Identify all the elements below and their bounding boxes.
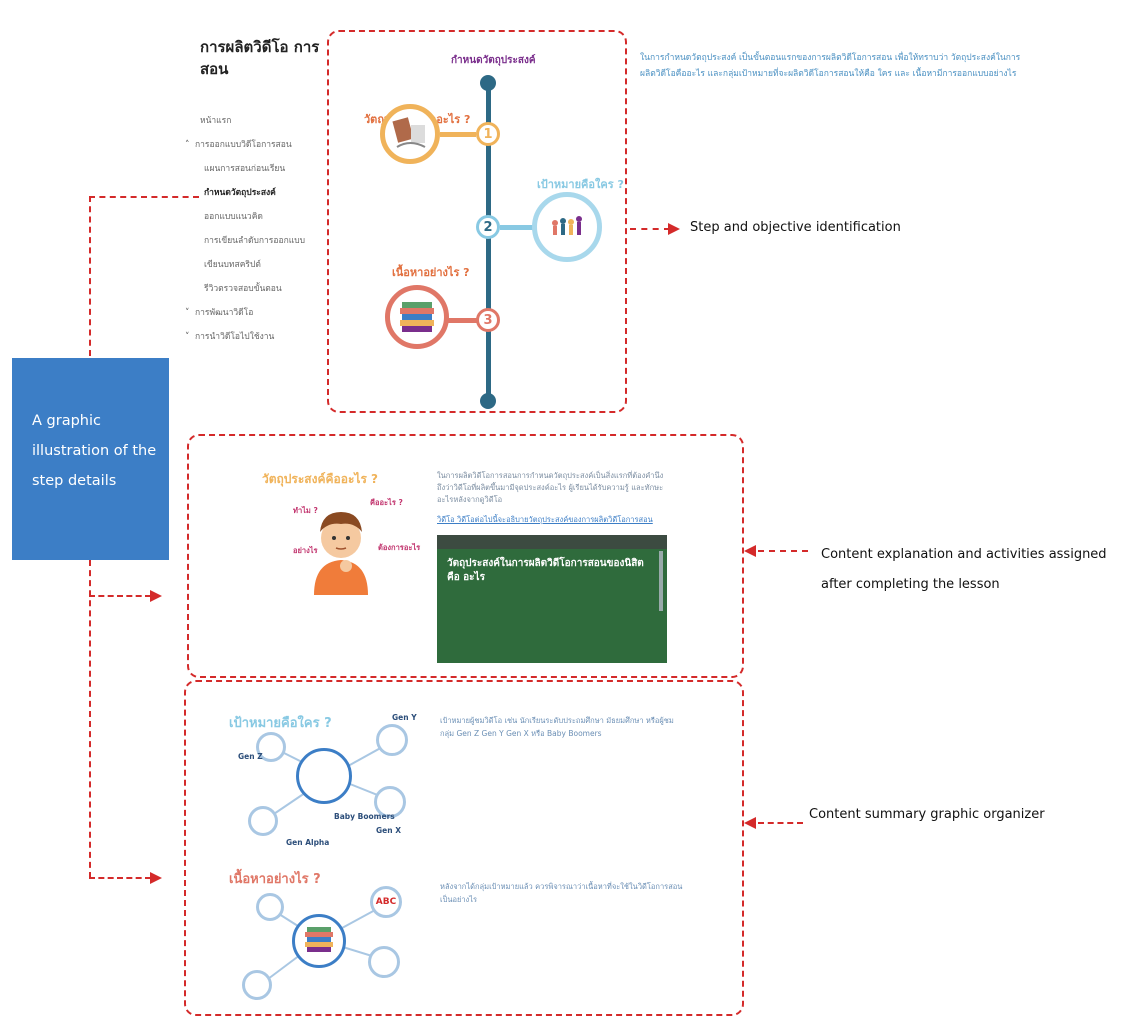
annotation-step: Step and objective identification: [690, 220, 901, 235]
timeline-line: [486, 80, 491, 400]
sidebar-item-label: การเขียนลำดับการออกแบบ: [204, 236, 305, 246]
gen-x-label: Gen X: [376, 826, 401, 835]
bubble-how: อย่างไร: [293, 546, 318, 555]
step-3-image: [385, 285, 449, 349]
blue-box-connector-top-h: [89, 196, 199, 198]
step-2-number: 2: [476, 215, 500, 239]
content-video-link[interactable]: วิดีโอ วิดีโอต่อไปนี้จะอธิบายวัตถุประสงค…: [437, 515, 653, 524]
sidebar-item[interactable]: รีวิวตรวจสอบขั้นตอน: [204, 281, 282, 295]
content-node-globe: [368, 946, 400, 978]
intro-text: ในการกำหนดวัตถุประสงค์ เป็นขั้นตอนแรกของ…: [640, 53, 1021, 79]
video-scrollbar[interactable]: [659, 551, 663, 611]
sidebar-item[interactable]: ˅ การพัฒนาวิดีโอ: [185, 305, 253, 319]
sidebar-item[interactable]: เขียนบทสคริปต์: [204, 257, 261, 271]
timeline-bottom-dot: [480, 393, 496, 409]
step-2-image: [532, 192, 602, 262]
step-2-connector: [500, 225, 534, 230]
video-title: วัตถุประสงค์ในการผลิตวิดีโอการสอนของนิสิ…: [447, 558, 644, 583]
baby-boomers-label: Baby Boomers: [334, 812, 395, 821]
arrow-summary-head-left: [150, 872, 162, 884]
arrow-summary-head: [744, 817, 756, 829]
arrow-content-head-left: [150, 590, 162, 602]
step-2-question: เป้าหมายคือใคร ?: [537, 178, 624, 191]
arrow-content-line: [758, 550, 808, 552]
sidebar-title: การผลิตวิดีโอ การสอน: [200, 38, 320, 78]
arrow-step-head: [668, 223, 680, 235]
sidebar-item-label: การออกแบบวิดีโอการสอน: [195, 140, 292, 150]
chevron-up-icon: ˄: [185, 140, 190, 150]
gen-z-node: [256, 732, 286, 762]
arrow-content-head: [744, 545, 756, 557]
sidebar-item-label: การนำวิดีโอไปใช้งาน: [195, 332, 275, 342]
gen-alpha-label: Gen Alpha: [286, 838, 330, 847]
infographic-header: กำหนดวัตถุประสงค์: [451, 55, 536, 66]
content-type-text: หลังจากได้กลุ่มเป้าหมายแล้ว ควรพิจารณาว่…: [440, 882, 683, 904]
step-1-connector: [440, 132, 476, 137]
gen-x-node: [374, 786, 406, 818]
chevron-down-icon: ˅: [185, 308, 190, 318]
step-3-question: เนื้อหาอย่างไร ?: [392, 266, 470, 279]
bubble-why: ทำไม ?: [293, 506, 318, 515]
target-text: เป้าหมายผู้ชมวิดีโอ เช่น นักเรียนระดับปร…: [440, 716, 674, 738]
target-heading: เป้าหมายคือใคร ?: [229, 716, 332, 731]
step-frame: [327, 30, 627, 413]
bubble-need: ต้องการอะไร: [378, 543, 421, 552]
thinking-person-image: [306, 500, 376, 595]
sidebar-item[interactable]: ออกแบบแนวคิด: [204, 209, 263, 223]
content-center-node: [292, 914, 346, 968]
annotation-summary: Content summary graphic organizer: [809, 807, 1045, 822]
arrow-summary-line: [758, 822, 803, 824]
step-1-image: [380, 104, 440, 164]
sidebar-item-label: เขียนบทสคริปต์: [204, 260, 261, 270]
content-heading: วัตถุประสงค์คืออะไร ?: [262, 472, 379, 486]
gen-y-label: Gen Y: [392, 713, 417, 722]
summary-frame: [184, 680, 744, 1016]
gen-alpha-node: [248, 806, 278, 836]
content-body: ในการผลิตวิดีโอการสอนการกำหนดวัตถุประสงค…: [437, 471, 664, 504]
video-toolbar: [437, 535, 667, 549]
step-1-number: 1: [476, 122, 500, 146]
step-3-connector: [445, 318, 477, 323]
content-node-tools: [256, 893, 284, 921]
step-3-number: 3: [476, 308, 500, 332]
sidebar-item[interactable]: การเขียนลำดับการออกแบบ: [204, 233, 305, 247]
sidebar-item-label: รีวิวตรวจสอบขั้นตอน: [204, 284, 282, 294]
annotation-content: Content explanation and activities assig…: [821, 547, 1107, 592]
timeline-top-dot: [480, 75, 496, 91]
sidebar-item[interactable]: ˄ การออกแบบวิดีโอการสอน: [185, 137, 292, 151]
blue-box-connector-bottom: [89, 560, 91, 878]
sidebar-item-label: แผนการสอนก่อนเรียน: [204, 164, 286, 174]
sidebar-item-label: การพัฒนาวิดีโอ: [195, 308, 254, 318]
content-frame: [187, 434, 744, 678]
content-type-heading: เนื้อหาอย่างไร ?: [229, 872, 321, 887]
arrow-summary-line-left: [89, 877, 151, 879]
arrow-step-line: [630, 228, 670, 230]
video-player[interactable]: วัตถุประสงค์ในการผลิตวิดีโอการสอนของนิสิ…: [437, 535, 667, 663]
arrow-content-line-left: [89, 595, 151, 597]
sidebar-item[interactable]: กำหนดวัตถุประสงค์: [204, 185, 276, 199]
content-node-shapes: [242, 970, 272, 1000]
sidebar-item[interactable]: ˅ การนำวิดีโอไปใช้งาน: [185, 329, 274, 343]
gen-y-node: [376, 724, 408, 756]
abc-node: ABC: [370, 886, 402, 918]
sidebar-item-label: กำหนดวัตถุประสงค์: [204, 188, 276, 198]
graphic-illustration-label: A graphic illustration of the step detai…: [12, 358, 169, 560]
sidebar-item[interactable]: แผนการสอนก่อนเรียน: [204, 161, 285, 175]
gen-z-label: Gen Z: [238, 752, 263, 761]
blue-box-connector-top: [89, 196, 91, 356]
sidebar-item-label: ออกแบบแนวคิด: [204, 212, 263, 222]
bubble-what: คืออะไร ?: [370, 498, 403, 507]
chevron-down-icon: ˅: [185, 332, 190, 342]
baby-boomers-node: [296, 748, 352, 804]
sidebar-item-label: หน้าแรก: [200, 116, 232, 126]
sidebar-item[interactable]: หน้าแรก: [200, 113, 231, 127]
